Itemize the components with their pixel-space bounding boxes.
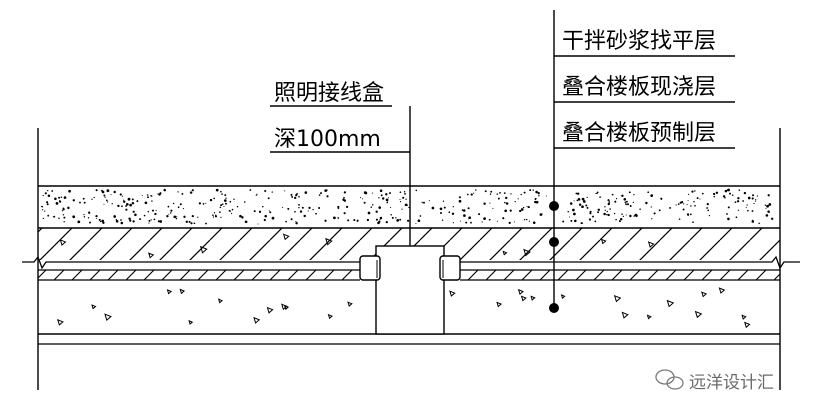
leader-dot-precast — [549, 303, 559, 313]
junction-box-label: 照明接线盒 — [274, 81, 384, 106]
junction-box-leader — [270, 105, 411, 246]
break-line — [22, 255, 800, 270]
leader-dot-screed — [549, 201, 559, 211]
wechat-icon — [655, 369, 684, 390]
layer-label-precast: 叠合楼板预制层 — [562, 121, 716, 146]
watermark-text: 远洋设计汇 — [689, 373, 774, 393]
junction-box-depth-label: 深100mm — [274, 127, 381, 152]
watermark: 远洋设计汇 — [655, 369, 774, 393]
layer-leader — [553, 10, 735, 310]
screed-layer — [38, 185, 780, 229]
precast-top-strip — [38, 269, 780, 281]
junction-box — [359, 245, 461, 335]
layer-label-screed: 干拌砂浆找平层 — [562, 29, 716, 54]
layer-label-cast: 叠合楼板现浇层 — [562, 75, 716, 100]
leader-dot-cast — [549, 237, 559, 247]
